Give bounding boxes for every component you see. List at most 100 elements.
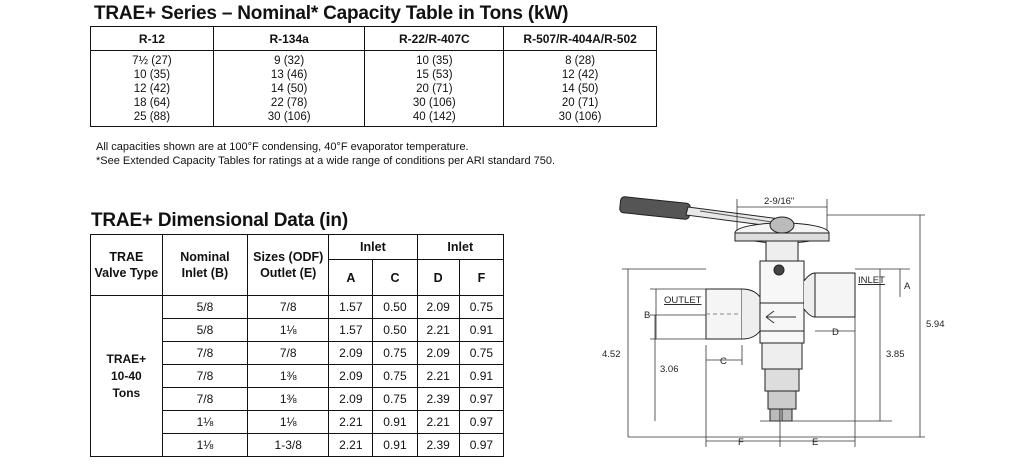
- table-cell: 0.75: [458, 341, 505, 365]
- column-header-r507: R-507/R-404A/R-502: [503, 26, 657, 51]
- table-cell: 7/8: [247, 295, 330, 319]
- dimensional-table: TRAE Valve Type Nominal Inlet (B) Sizes …: [90, 233, 505, 457]
- table-cell: 15 (53): [364, 68, 505, 82]
- table-cell: 1⅛: [161, 410, 249, 434]
- table-cell: 7/8: [161, 364, 249, 388]
- column-header-valve-type: TRAE Valve Type: [90, 234, 163, 296]
- table-cell: 0.75: [372, 387, 418, 411]
- table-row: 7/8 1⅜ 2.09 0.75 2.21 0.91: [91, 364, 505, 388]
- table-cell: 1⅛: [247, 410, 330, 434]
- table-cell: 0.75: [372, 364, 418, 388]
- capacity-note-extended: *See Extended Capacity Tables for rating…: [96, 155, 556, 167]
- table-cell: 2.09: [328, 387, 374, 411]
- table-cell: 7/8: [161, 341, 249, 365]
- table-cell: 2.39: [416, 387, 460, 411]
- table-cell: 0.50: [372, 295, 418, 319]
- table-row: 7/8 7/8 2.09 0.75 2.09 0.75: [91, 341, 505, 365]
- adjustment-lever: [619, 196, 781, 228]
- capacity-table-title: TRAE+ Series – Nominal* Capacity Table i…: [94, 3, 569, 24]
- table-cell: 10 (35): [90, 68, 214, 82]
- table-cell: 1⅛: [161, 433, 249, 457]
- table-cell: 1-3/8: [247, 433, 330, 457]
- table-cell: 7½ (27): [90, 50, 214, 68]
- table-cell: 5/8: [161, 318, 249, 342]
- table-cell: 2.21: [416, 318, 460, 342]
- dimension-label-f: F: [738, 437, 744, 448]
- table-cell: 2.09: [416, 341, 460, 365]
- dimension-label-inlet-height: 3.85: [886, 349, 905, 360]
- table-cell: 2.21: [328, 410, 374, 434]
- table-cell: 12 (42): [503, 68, 657, 82]
- table-cell: 0.75: [458, 295, 505, 319]
- column-header-c: C: [372, 259, 418, 296]
- valve-cap: [734, 216, 830, 262]
- table-cell: 20 (71): [503, 96, 657, 110]
- table-cell: 5/8: [161, 295, 249, 319]
- capacity-header-row: R-12 R-134a R-22/R-407C R-507/R-404A/R-5…: [90, 26, 657, 51]
- table-cell: 2.21: [416, 410, 460, 434]
- table-cell: 18 (64): [90, 96, 214, 110]
- table-cell: 0.91: [372, 410, 418, 434]
- table-cell: 0.97: [458, 433, 505, 457]
- column-header-r134a: R-134a: [212, 26, 366, 51]
- table-cell: 1.57: [328, 295, 374, 319]
- column-header-a: A: [328, 259, 374, 296]
- table-cell: 14 (50): [212, 82, 366, 96]
- table-cell: 2.09: [416, 295, 460, 319]
- column-header-nominal-inlet: Nominal Inlet (B): [161, 234, 249, 296]
- dimension-label-b: B: [644, 310, 650, 321]
- table-cell: 1⅛: [247, 318, 330, 342]
- column-header-r12: R-12: [90, 26, 214, 51]
- table-cell: 0.75: [372, 341, 418, 365]
- table-row: 5/8 1⅛ 1.57 0.50 2.21 0.91: [91, 318, 505, 342]
- table-cell: 2.09: [328, 341, 374, 365]
- table-row: 1⅛ 1-3/8 2.21 0.91 2.39 0.97: [91, 433, 505, 457]
- outlet-label: OUTLET: [664, 295, 702, 306]
- table-cell: 0.97: [458, 410, 505, 434]
- column-header-r22: R-22/R-407C: [364, 26, 505, 51]
- table-row: 18 (64) 22 (78) 30 (106) 20 (71): [90, 96, 657, 110]
- dimension-lines: [622, 199, 925, 447]
- dim-header-row-1: TRAE Valve Type Nominal Inlet (B) Sizes …: [90, 233, 505, 296]
- table-cell: 0.91: [458, 318, 505, 342]
- table-row: TRAE+ 10-40 Tons 5/8 7/8 1.57 0.50 2.09 …: [90, 295, 505, 457]
- table-cell: 25 (88): [90, 110, 214, 127]
- table-cell: 2.21: [416, 364, 460, 388]
- table-row: 10 (35) 13 (46) 15 (53) 12 (42): [90, 68, 657, 82]
- table-cell: 40 (142): [364, 110, 505, 127]
- dimension-label-a: A: [904, 281, 911, 292]
- column-header-sizes-outlet: Sizes (ODF) Outlet (E): [247, 234, 330, 296]
- table-cell: 12 (42): [90, 82, 214, 96]
- table-cell: 1⅜: [247, 387, 330, 411]
- table-row: 25 (88) 30 (106) 40 (142) 30 (106): [90, 110, 657, 127]
- capacity-table: R-12 R-134a R-22/R-407C R-507/R-404A/R-5…: [90, 26, 657, 127]
- table-cell: 9 (32): [212, 50, 366, 68]
- table-row: 7½ (27) 9 (32) 10 (35) 8 (28): [90, 50, 657, 68]
- table-cell: 0.50: [372, 318, 418, 342]
- table-cell: 30 (106): [212, 110, 366, 127]
- dimension-label-overall-height: 5.94: [926, 319, 945, 330]
- dimension-label-outlet-height: 4.52: [602, 349, 621, 360]
- dimensional-table-title: TRAE+ Dimensional Data (in): [91, 210, 348, 231]
- dimension-label-top-width: 2-9/16": [764, 196, 794, 207]
- table-cell: 2.39: [416, 433, 460, 457]
- table-cell: 7/8: [247, 341, 330, 365]
- table-cell: 0.97: [458, 387, 505, 411]
- table-row: 7/8 1⅜ 2.09 0.75 2.39 0.97: [91, 387, 505, 411]
- table-cell: 1⅜: [247, 364, 330, 388]
- table-cell: 2.09: [328, 364, 374, 388]
- column-group-inlet-df: Inlet: [416, 233, 505, 261]
- table-cell: 10 (35): [364, 50, 505, 68]
- inlet-connection: [803, 272, 856, 318]
- dim-header-row-2: A C D F: [91, 259, 505, 296]
- table-cell: 8 (28): [503, 50, 657, 68]
- table-cell: 7/8: [161, 387, 249, 411]
- valve-dimension-drawing: 2-9/16" 5.94 4.52 3.85 3.06 A B C D E F …: [602, 196, 945, 448]
- table-row: 12 (42) 14 (50) 20 (71) 14 (50): [90, 82, 657, 96]
- column-header-f: F: [458, 259, 505, 296]
- table-cell: 30 (106): [503, 110, 657, 127]
- column-group-inlet-ac: Inlet: [328, 233, 418, 261]
- table-cell: 13 (46): [212, 68, 366, 82]
- table-cell: 30 (106): [364, 96, 505, 110]
- table-cell: 2.21: [328, 433, 374, 457]
